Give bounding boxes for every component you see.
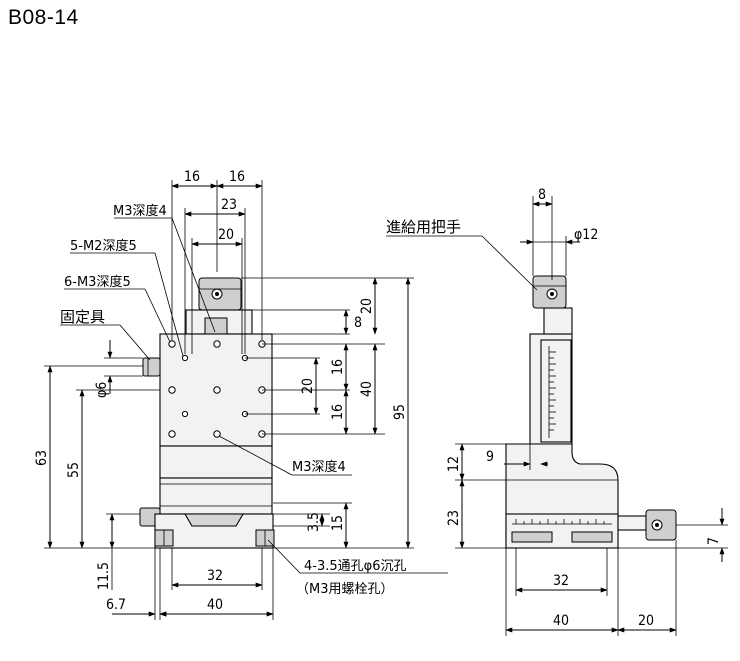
dim-side-phi12: φ12	[574, 227, 598, 243]
dim-front-20-top: 20	[218, 227, 234, 243]
micrometer-spindle	[204, 317, 228, 335]
dim-front-16-lower: 16	[330, 404, 346, 420]
dim-side-20: 20	[638, 613, 654, 629]
dim-side-8: 8	[538, 187, 546, 203]
dim-front-16a: 16	[184, 169, 200, 185]
label-m3-depth4-bottom: M3深度4	[292, 459, 346, 475]
side-base-scale	[512, 519, 612, 525]
dim-front-63: 63	[34, 450, 50, 466]
side-foot-right	[571, 531, 613, 543]
dim-front-3-5: 3.5	[306, 512, 322, 532]
dim-front-20-upper: 20	[359, 298, 375, 314]
side-foot-left	[511, 531, 553, 543]
dim-front-32: 32	[207, 568, 223, 584]
dim-front-phi6: φ6	[94, 382, 110, 398]
dim-side-40: 40	[553, 613, 569, 629]
dim-front-95: 95	[392, 404, 408, 420]
side-dimensions	[386, 196, 728, 636]
side-dimension-labels: 8 φ12 12 9 23 7 32 40 20 進給用把手	[386, 187, 722, 629]
label-m3-depth4-top: M3深度4	[113, 203, 167, 219]
side-view	[505, 275, 677, 549]
side-h-micrometer-sleeve	[617, 515, 647, 531]
part-number-title: B08-14	[8, 6, 79, 29]
label-feed-handle: 進給用把手	[386, 218, 461, 236]
label-5-m2-depth5: 5-M2深度5	[70, 238, 137, 254]
label-through-holes: 4-3.5通孔φ6沉孔	[304, 559, 406, 574]
dim-front-40-bottom: 40	[207, 597, 223, 613]
dim-front-40: 40	[359, 381, 375, 397]
dim-front-23: 23	[221, 197, 237, 213]
dim-front-8: 8	[354, 315, 362, 331]
label-fixture: 固定具	[60, 308, 105, 326]
dim-front-16b: 16	[229, 169, 245, 185]
stage-body	[159, 445, 273, 479]
side-scale-panel	[540, 339, 572, 443]
front-callouts: M3深度4 5-M2深度5 6-M3深度5 固定具 M3深度4 4-3.5通孔φ…	[60, 203, 406, 597]
dim-side-12: 12	[446, 456, 462, 472]
front-dimension-labels: 16 16 23 20 20 8 20 16 40 16 95 3.5 15 φ…	[34, 169, 408, 613]
dim-front-11-5: 11.5	[96, 562, 112, 590]
dim-side-32: 32	[553, 573, 569, 589]
mounting-holes	[168, 340, 266, 438]
side-micrometer-sleeve	[543, 307, 573, 335]
dim-front-55: 55	[66, 462, 82, 478]
dim-side-7: 7	[706, 537, 722, 545]
side-scale-ticks	[548, 346, 556, 438]
front-view	[139, 277, 275, 549]
side-base-lower	[505, 513, 619, 549]
dim-side-9: 9	[486, 449, 494, 465]
fixture-screw	[142, 357, 161, 377]
base-upper	[159, 477, 273, 515]
dim-side-23: 23	[446, 510, 462, 526]
dim-front-16-upper: 16	[330, 359, 346, 375]
dim-front-6-7: 6.7	[106, 597, 126, 613]
label-bolt-note: （M3用螺栓孔）	[296, 582, 394, 597]
front-dimensions	[44, 180, 448, 620]
dim-front-20-inner: 20	[300, 378, 316, 394]
dim-front-15: 15	[330, 515, 346, 531]
label-6-m3-depth5: 6-M3深度5	[64, 274, 131, 290]
